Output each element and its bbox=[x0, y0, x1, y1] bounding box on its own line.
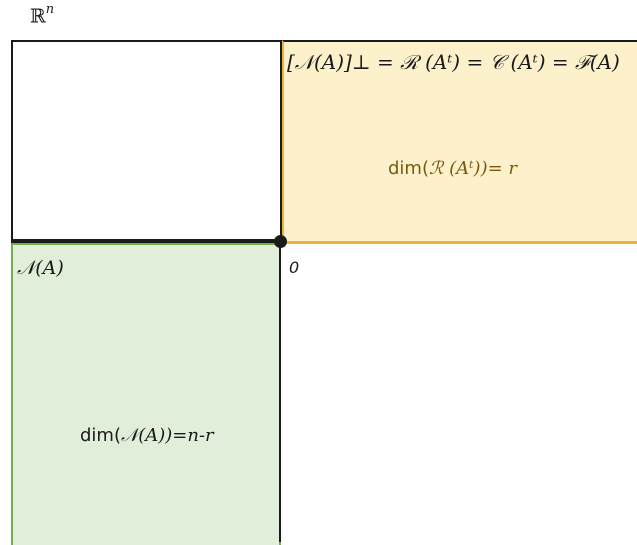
null-space-dimension: dim(𝒩(A))=n-r bbox=[80, 425, 214, 446]
row-space-equation: [𝒩(A)]⊥ = ℛ (Aᵗ) = 𝒞 (Aᵗ) = ℱ(A) bbox=[287, 50, 620, 74]
space-symbol: ℝ bbox=[30, 5, 46, 28]
row-space-dim-prefix: dim( bbox=[388, 158, 429, 179]
vertical-divider-top bbox=[280, 40, 282, 242]
null-space-label: 𝒩(A) bbox=[17, 257, 64, 279]
null-space-region bbox=[11, 243, 281, 545]
null-space-dim-prefix: dim( bbox=[80, 425, 121, 446]
origin-label: 0 bbox=[289, 258, 300, 277]
row-space-dim-suffix: )= r bbox=[480, 158, 517, 179]
horizontal-divider bbox=[11, 239, 282, 242]
row-space-dim-space: ℛ (Aᵗ) bbox=[428, 158, 481, 179]
upper-left-region bbox=[11, 40, 284, 244]
row-space-dimension: dim(ℛ (Aᵗ))= r bbox=[388, 158, 517, 179]
row-space-region bbox=[282, 40, 637, 244]
null-space-dim-suffix: )=n-r bbox=[165, 425, 214, 446]
space-exponent: n bbox=[45, 2, 55, 17]
origin-point bbox=[274, 235, 287, 248]
null-space-dim-space: 𝒩(A) bbox=[120, 425, 166, 446]
vertical-divider-bottom bbox=[279, 242, 281, 542]
space-label: ℝn bbox=[30, 2, 55, 28]
